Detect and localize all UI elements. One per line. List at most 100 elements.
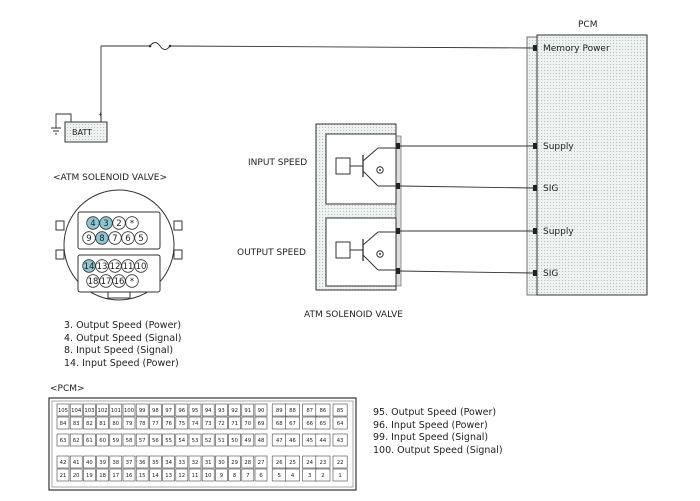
- atm-pin-label: 10: [136, 262, 147, 272]
- pcm-pin-label: 94: [205, 408, 212, 414]
- pcm-pin-label: 4: [291, 473, 295, 479]
- atm-pin-label: 4: [90, 219, 95, 229]
- pcm-pin-58: [122, 433, 136, 447]
- pcm-pin-15: [135, 468, 149, 482]
- pcm-pin-label: 14: [152, 473, 159, 479]
- pcm-pin-label: 92: [231, 408, 238, 414]
- pcm-pin-label: 104: [71, 408, 82, 414]
- pcm-pin-label: 25: [289, 460, 296, 466]
- pcm-pin-label: 76: [165, 421, 172, 427]
- fuse-icon: [149, 42, 171, 50]
- pcm-pin-92: [228, 403, 241, 417]
- pcm-pin-93: [215, 403, 228, 417]
- pcm-pin-81: [96, 416, 109, 430]
- pcm-pin-label: 21: [60, 473, 67, 479]
- pcm-pin-48: [254, 433, 268, 447]
- pcm-pin-86: [315, 403, 331, 417]
- pcm-pin-63: [56, 433, 70, 447]
- atm-pin-label: 18: [88, 277, 99, 287]
- pcm-pin-label: 57: [139, 438, 146, 444]
- pcm-pin-98: [149, 403, 162, 417]
- solenoid-label: ATM SOLENOID VALVE: [304, 310, 403, 320]
- atm-pin-label: 16: [114, 277, 125, 287]
- pcm-pin-label: 97: [165, 408, 172, 414]
- pcm-pin-10: [201, 468, 215, 482]
- pcm-pin-70: [241, 416, 255, 430]
- pcm-pin-label: 93: [218, 408, 225, 414]
- pcm-connector-title: <PCM>: [50, 384, 85, 394]
- pcm-pin-38: [109, 455, 123, 469]
- atm-pin-label: 2: [116, 219, 121, 229]
- pcm-pin-21: [56, 468, 70, 482]
- pcm-pin-29: [228, 455, 241, 469]
- pcm-pin-label: 89: [276, 408, 283, 414]
- pcm-pin-label: 26: [276, 460, 283, 466]
- pcm-pin-label: 54: [178, 438, 185, 444]
- pcm-pin-2: [315, 468, 331, 482]
- pcm-pin-label: 60: [99, 438, 106, 444]
- pcm-pin-label: 62: [73, 438, 80, 444]
- pcm-pin-103: [83, 403, 96, 417]
- pcm-pin-label: 13: [165, 473, 172, 479]
- atm-connector-title: <ATM SOLENOID VALVE>: [53, 173, 167, 183]
- pcm-pin-label: 48: [258, 438, 265, 444]
- pcm-pin-12: [175, 468, 189, 482]
- pcm-pin-label: 22: [337, 460, 344, 466]
- output-speed-label: OUTPUT SPEED: [237, 248, 306, 258]
- pcm-pin-7: [241, 468, 255, 482]
- pcm-pin-label: 74: [192, 421, 199, 427]
- pcm-pin-label: 56: [152, 438, 159, 444]
- pcm-pin-32: [188, 455, 202, 469]
- atm-legend-item: 4. Output Speed (Signal): [64, 332, 182, 344]
- pcm-pin-77: [149, 416, 162, 430]
- pcm-pin-label: 40: [86, 460, 93, 466]
- atm-pin-4: [86, 216, 100, 230]
- pcm-pin-label: 42: [60, 460, 67, 466]
- atm-pin-9: [82, 231, 96, 245]
- pcm-pin-output-sig: SIG: [543, 269, 558, 279]
- pcm-pin-output-supply: Supply: [543, 227, 574, 237]
- pcm-pin-90: [254, 403, 268, 417]
- pcm-pin-label: 3: [308, 473, 311, 479]
- pcm-pin-28: [241, 455, 255, 469]
- pcm-pin-label: 59: [112, 438, 119, 444]
- pcm-pin-22: [332, 455, 348, 469]
- pcm-pin-label: 24: [306, 460, 313, 466]
- pcm-pin-label: 17: [112, 473, 119, 479]
- pcm-pin-71: [228, 416, 241, 430]
- pcm-pin-65: [315, 416, 331, 430]
- pcm-pin-label: 91: [244, 408, 251, 414]
- pcm-pin-label: 69: [258, 421, 265, 427]
- pcm-title: PCM: [578, 20, 597, 30]
- pcm-pin-label: 34: [165, 460, 172, 466]
- atm-pin-label: *: [130, 219, 134, 229]
- pcm-pin-label: 18: [99, 473, 106, 479]
- pcm-pin-97: [162, 403, 175, 417]
- pcm-pin-100: [122, 403, 136, 417]
- pcm-pin-80: [109, 416, 123, 430]
- pcm-pin-label: 81: [99, 421, 106, 427]
- pcm-pin-label: 11: [192, 473, 199, 479]
- atm-pin-label: 13: [97, 262, 108, 272]
- pcm-pin-label: 7: [246, 473, 249, 479]
- pcm-pin-label: 44: [320, 438, 327, 444]
- pcm-pin-label: 100: [124, 408, 135, 414]
- pcm-pin-label: 75: [178, 421, 185, 427]
- atm-pin-label: 5: [138, 234, 143, 244]
- pcm-pin-label: 16: [126, 473, 133, 479]
- pcm-pin-55: [162, 433, 175, 447]
- pcm-pin-label: 70: [244, 421, 251, 427]
- atm-pin-label: 9: [86, 234, 91, 244]
- battery-box: [64, 121, 108, 143]
- pcm-pin-16: [122, 468, 136, 482]
- pcm-pin-label: 66: [306, 421, 313, 427]
- pcm-pin-label: 28: [244, 460, 251, 466]
- pcm-pin-1: [332, 468, 348, 482]
- pcm-pin-label: 46: [289, 438, 296, 444]
- pcm-pin-label: 64: [337, 421, 344, 427]
- pcm-pin-54: [175, 433, 189, 447]
- atm-pin-label: 11: [123, 262, 134, 272]
- pcm-pin-75: [175, 416, 189, 430]
- pcm-pin-label: 43: [337, 438, 344, 444]
- pcm-pin-42: [56, 455, 70, 469]
